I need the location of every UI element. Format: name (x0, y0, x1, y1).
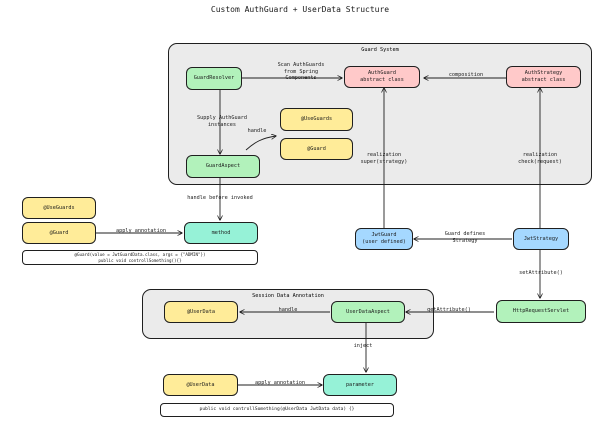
user-data-node-2: @UserData (163, 374, 238, 396)
guard-resolver-node: GuardResolver (186, 67, 242, 90)
guard-system-title: Guard System (361, 47, 399, 53)
label-handle-before: handle before invoked (187, 195, 253, 201)
method-node: method (184, 222, 258, 244)
code-line-3: public void controllSomething(@UserData … (199, 407, 355, 412)
user-data-aspect-node: UserDataAspect (331, 301, 405, 323)
label-scan: Scan AuthGuards from Spring Components (277, 62, 325, 82)
label-get-attribute: getAttribute() (427, 307, 471, 313)
label-supply: Supply AuthGuard instances (197, 115, 247, 128)
diagram-title: Custom AuthGuard + UserData Structure (210, 5, 390, 14)
user-data-node-1: @UserData (164, 301, 238, 323)
label-apply-2: apply annotation (255, 380, 305, 386)
auth-strategy-node: AuthStrategy abstract class (506, 66, 581, 88)
guard-node-2: @Guard (22, 222, 96, 244)
label-inject: inject (353, 343, 373, 349)
label-composition: composition (448, 72, 484, 78)
label-handle-1: handle (247, 128, 267, 134)
label-apply-1: apply annotation (116, 228, 166, 234)
session-title: Session Data Annotation (252, 293, 324, 299)
label-set-attribute: setAttribute() (519, 270, 563, 276)
code-snippet-guard: @Guard(value = JwtGuardData.class, args … (22, 250, 258, 265)
http-servlet-node: HttpRequestServlet (496, 300, 586, 323)
code-line-2: public void controllSomething(){} (98, 257, 182, 263)
label-handle-2: handle (278, 307, 298, 313)
auth-guard-node: AuthGuard abstract class (344, 66, 420, 88)
arrow-aspect-to-annotations (245, 136, 276, 151)
label-guard-defines: Guard defines Strategy (444, 231, 486, 244)
use-guards-node-1: @UseGuards (280, 108, 353, 131)
parameter-node: parameter (323, 374, 397, 396)
code-line-1: @Guard(value = JwtGuardData.class, args … (74, 251, 206, 257)
label-realization-2: realization check(request) (518, 152, 562, 165)
use-guards-node-2: @UseGuards (22, 197, 96, 219)
jwt-strategy-node: JwtStrategy (513, 228, 569, 250)
label-realization-1: realization super(strategy) (360, 152, 408, 165)
guard-aspect-node: GuardAspect (186, 155, 260, 178)
jwt-guard-node: JwtGuard (user defined) (355, 228, 413, 250)
code-snippet-userdata: public void controllSomething(@UserData … (160, 403, 394, 417)
guard-node-1: @Guard (280, 138, 353, 160)
